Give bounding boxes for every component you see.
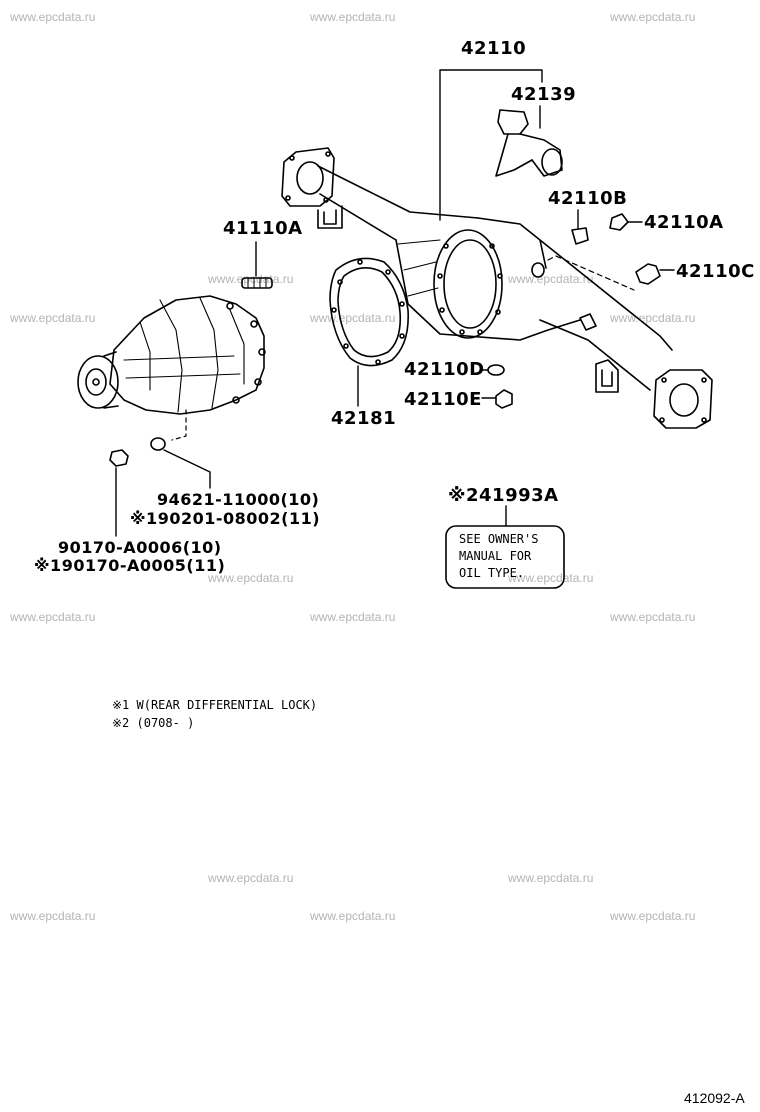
watermark: www.epcdata.ru	[208, 571, 294, 585]
watermark: www.epcdata.ru	[10, 909, 96, 923]
label-42110: 42110	[461, 38, 527, 59]
footnote-2: ※2 (0708- )	[112, 716, 195, 730]
part-42139	[495, 105, 563, 177]
watermark: www.epcdata.ru	[610, 610, 696, 624]
watermark: www.epcdata.ru	[10, 311, 96, 325]
differential-carrier	[77, 295, 266, 441]
label-190201: ※190201-08002(11)	[130, 509, 321, 528]
label-94621: 94621-11000(10)	[157, 490, 320, 509]
label-42110B: 42110B	[548, 188, 628, 209]
footnote-1: ※1 W(REAR DIFFERENTIAL LOCK)	[112, 698, 318, 712]
bracket-42110	[439, 69, 543, 221]
label-42181: 42181	[331, 408, 397, 429]
part-42110C	[547, 255, 675, 291]
label-42110A-right: 42110A	[644, 212, 724, 233]
watermark: www.epcdata.ru	[508, 571, 594, 585]
caution-label-line-2: MANUAL FOR	[459, 549, 532, 563]
part-42110B	[571, 209, 589, 245]
watermark: www.epcdata.ru	[310, 610, 396, 624]
diagram-code: 412092-A	[684, 1090, 745, 1106]
part-41110A	[241, 241, 273, 289]
part-42110D	[481, 364, 505, 376]
label-41110A: 41110A	[223, 218, 303, 239]
label-42110D: 42110D	[404, 359, 485, 380]
label-190170-b: ※190170-A0005(11)	[34, 556, 226, 575]
label-41993A: ※241993A	[448, 485, 559, 506]
watermark: www.epcdata.ru	[610, 909, 696, 923]
part-42110A-right	[609, 213, 643, 231]
part-90170-nut	[109, 449, 129, 537]
watermark: www.epcdata.ru	[508, 272, 594, 286]
caution-label-line-3: OIL TYPE.	[459, 566, 525, 580]
axle-housing-42110	[281, 147, 713, 429]
watermark: www.epcdata.ru	[10, 610, 96, 624]
caution-label-41993A	[445, 505, 565, 589]
watermark: www.epcdata.ru	[508, 871, 594, 885]
label-90170-a: 90170-A0006(10)	[58, 538, 222, 557]
caution-label-line-1: SEE OWNER'S	[459, 532, 539, 546]
part-94621-washer	[150, 437, 211, 489]
label-42110C: 42110C	[676, 261, 755, 282]
watermark: www.epcdata.ru	[310, 909, 396, 923]
watermark: www.epcdata.ru	[610, 10, 696, 24]
label-42110E: 42110E	[404, 389, 482, 410]
watermark: www.epcdata.ru	[610, 311, 696, 325]
watermark: www.epcdata.ru	[208, 871, 294, 885]
part-42181-gasket	[329, 257, 409, 407]
label-42139: 42139	[511, 84, 577, 105]
watermark: www.epcdata.ru	[310, 10, 396, 24]
watermark: www.epcdata.ru	[10, 10, 96, 24]
part-42110E	[481, 389, 513, 409]
